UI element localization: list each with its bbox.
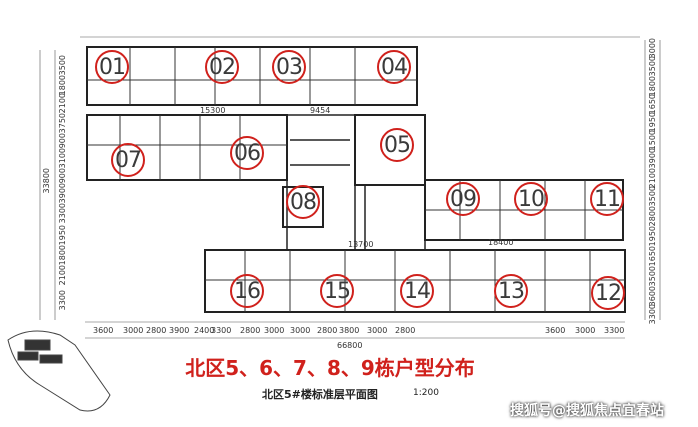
dim-right: 3300 <box>648 304 657 325</box>
dim-bottom: 3000 <box>575 326 596 335</box>
dim-left: 3900 <box>58 183 67 204</box>
dim-bottom: 2400 <box>194 326 215 335</box>
dim-bottom: 3000 <box>264 326 285 335</box>
dim-left: 2100 <box>58 93 67 114</box>
dim-mid-bottom: 13700 <box>348 240 374 249</box>
dim-left: 900 <box>58 168 67 184</box>
dim-bottom: 3000 <box>123 326 144 335</box>
unit-marker-04: 04 <box>377 50 411 84</box>
unit-marker-13: 13 <box>494 274 528 308</box>
unit-marker-15: 15 <box>320 274 354 308</box>
dim-bottom: 3800 <box>339 326 360 335</box>
unit-marker-02: 02 <box>205 50 239 84</box>
dim-bottom: 3300 <box>211 326 232 335</box>
unit-marker-01: 01 <box>95 50 129 84</box>
dim-right: 3500 <box>648 56 657 77</box>
site-key-plan <box>7 330 111 412</box>
dim-mid-bottom: 18400 <box>488 238 514 247</box>
unit-marker-11: 11 <box>590 182 624 216</box>
dim-left: 1800 <box>58 245 67 266</box>
dim-bottom: 3000 <box>290 326 311 335</box>
dim-left: 3300 <box>58 203 67 224</box>
dim-bottom: 2800 <box>146 326 167 335</box>
dim-bottom: 3600 <box>545 326 566 335</box>
dim-left: 2100 <box>58 265 67 286</box>
dim-mid-top: 9454 <box>310 106 331 115</box>
dim-left-total: 33800 <box>42 168 51 194</box>
dim-bottom: 3900 <box>169 326 190 335</box>
watermark: 搜狐号@搜狐焦点宜春站 <box>510 403 664 419</box>
dim-bottom: 3000 <box>367 326 388 335</box>
unit-marker-12: 12 <box>591 276 625 310</box>
headline: 北区5、6、7、8、9栋户型分布 <box>185 356 475 380</box>
unit-marker-14: 14 <box>400 274 434 308</box>
plan-scale: 1:200 <box>413 388 439 398</box>
unit-marker-07: 07 <box>111 143 145 177</box>
unit-marker-06: 06 <box>230 136 264 170</box>
dim-bottom: 2800 <box>395 326 416 335</box>
dim-bottom: 2800 <box>240 326 261 335</box>
dim-right: 3500 <box>648 186 657 207</box>
dim-total: 66800 <box>337 341 363 350</box>
unit-marker-08: 08 <box>286 185 320 219</box>
dim-right: 3500 <box>648 266 657 287</box>
dim-right: 3900 <box>648 148 657 169</box>
unit-marker-03: 03 <box>272 50 306 84</box>
dim-bottom: 3600 <box>93 326 114 335</box>
dim-left: 900 <box>58 133 67 149</box>
dim-left: 1950 <box>58 225 67 246</box>
dim-bottom: 3300 <box>604 326 625 335</box>
dim-right: 1950 <box>648 226 657 247</box>
unit-marker-05: 05 <box>380 128 414 162</box>
dim-left: 3500 <box>58 55 67 76</box>
dim-left: 3300 <box>58 290 67 311</box>
dim-right: 1650 <box>648 246 657 267</box>
dim-mid-top: 15300 <box>200 106 226 115</box>
dim-left: 3100 <box>58 148 67 169</box>
unit-marker-10: 10 <box>514 182 548 216</box>
dim-bottom: 2800 <box>317 326 338 335</box>
dim-left: 3750 <box>58 113 67 134</box>
dim-right: 2800 <box>648 206 657 227</box>
plan-title: 北区5#楼标准层平面图 <box>262 388 378 401</box>
unit-marker-09: 09 <box>446 182 480 216</box>
unit-marker-16: 16 <box>230 274 264 308</box>
